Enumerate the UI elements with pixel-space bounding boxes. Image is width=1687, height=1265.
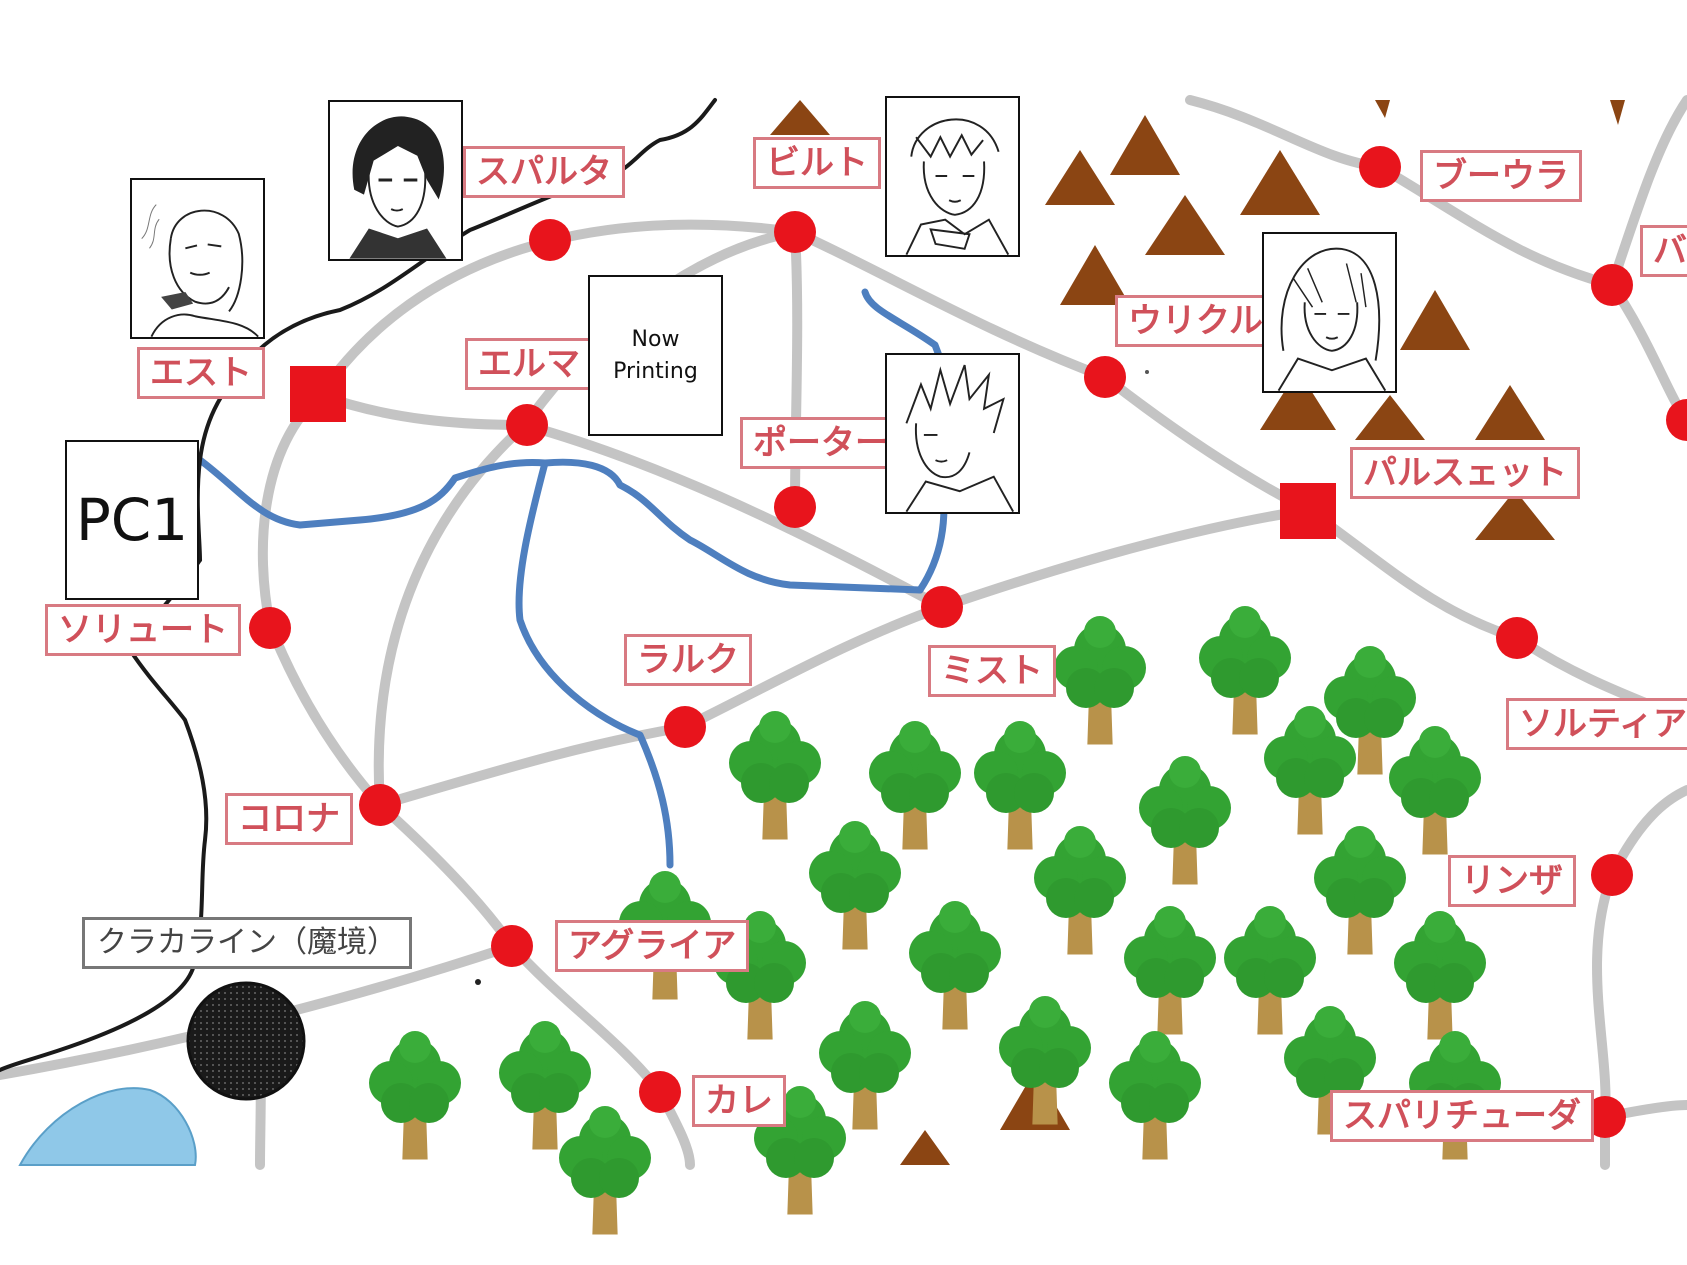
portrait-elder [130, 178, 265, 339]
town-marker-korona [359, 784, 401, 826]
place-label-parsuetto: パルスェット [1350, 447, 1580, 499]
place-label-misuto: ミスト [928, 645, 1056, 697]
roads [0, 95, 1687, 1170]
region-label-kurakaraine: クラカライン（魔境） [82, 917, 412, 969]
town-marker-eruma [506, 404, 548, 446]
town-marker-solute [249, 607, 291, 649]
place-label-edge-ba: バ [1640, 225, 1687, 277]
town-marker-bilt [774, 211, 816, 253]
now-printing-line2: Printing [613, 358, 698, 384]
place-label-rinza: リンザ [1448, 855, 1576, 907]
portrait-urikuru [1262, 232, 1397, 393]
mountains [770, 100, 1625, 1165]
portrait-porter [885, 353, 1020, 514]
place-label-solute: ソリュート [45, 604, 241, 656]
portrait-bilt [885, 96, 1020, 257]
town-marker-edge-right [1666, 399, 1687, 441]
city-marker-est [290, 366, 346, 422]
stray-dot [475, 979, 481, 985]
now-printing-placeholder: Now Printing [588, 275, 723, 436]
town-marker-sorutia [1496, 617, 1538, 659]
dark-portal [186, 981, 306, 1101]
place-label-buura: ブーウラ [1420, 150, 1582, 202]
town-marker-rinza [1591, 854, 1633, 896]
town-marker-urikuru [1084, 356, 1126, 398]
place-label-suparichuuda: スパリチューダ [1330, 1090, 1594, 1142]
place-label-bilt: ビルト [753, 137, 881, 189]
place-label-aguraia: アグライア [555, 920, 750, 972]
place-label-korona: コロナ [225, 793, 353, 845]
lake [18, 1087, 197, 1166]
town-marker-aguraia [491, 925, 533, 967]
pc-token[interactable]: PC1 [65, 440, 199, 600]
place-label-eruma: エルマ [465, 338, 593, 390]
place-label-urikuru: ウリクル [1115, 295, 1276, 347]
town-marker-sparta [529, 219, 571, 261]
dark-haired-face-icon [330, 102, 461, 259]
town-markers [249, 146, 1687, 1138]
now-printing-line1: Now [631, 326, 680, 352]
town-marker-edge-ba [1591, 264, 1633, 306]
scarf-face-icon [887, 98, 1018, 255]
place-label-est: エスト [137, 347, 265, 399]
town-marker-buura [1359, 146, 1401, 188]
spiky-haired-face-icon [887, 355, 1018, 512]
city-markers [290, 366, 1336, 539]
place-label-porter: ポーター [740, 417, 902, 469]
elder-face-icon [132, 180, 263, 337]
city-marker-parsuetto [1280, 483, 1336, 539]
town-marker-suparichuuda [1584, 1096, 1626, 1138]
stray-dot [1145, 370, 1149, 374]
place-label-sorutia: ソルティア [1506, 698, 1687, 750]
town-marker-raruku [664, 706, 706, 748]
town-marker-porter [774, 486, 816, 528]
town-marker-kare [639, 1071, 681, 1113]
long-haired-face-icon [1264, 234, 1395, 391]
town-marker-misuto [921, 586, 963, 628]
place-label-raruku: ラルク [624, 634, 752, 686]
portrait-sparta [328, 100, 463, 261]
place-label-sparta: スパルタ [463, 146, 625, 198]
place-label-kare: カレ [692, 1075, 786, 1127]
